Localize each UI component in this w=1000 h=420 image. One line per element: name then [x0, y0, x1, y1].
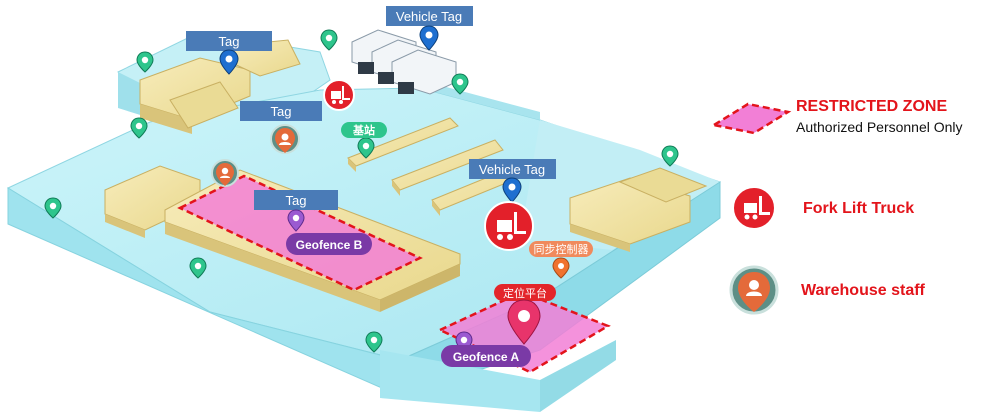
legend-restricted-subtitle: Authorized Personnel Only	[796, 119, 963, 135]
truck-icon	[351, 29, 457, 95]
svg-text:Vehicle Tag: Vehicle Tag	[479, 162, 545, 177]
svg-text:Tag: Tag	[286, 193, 307, 208]
tag-top-left: Tag	[186, 31, 272, 75]
svg-text:Geofence B: Geofence B	[296, 238, 363, 252]
staff-avatar-icon	[270, 124, 300, 154]
svg-text:Tag: Tag	[219, 34, 240, 49]
legend-staff-icon	[729, 265, 779, 315]
legend-restricted-title: RESTRICTED ZONE	[796, 98, 948, 115]
station-label: 基站	[341, 122, 387, 138]
forklift-icon	[484, 201, 534, 251]
svg-text:Vehicle Tag: Vehicle Tag	[396, 9, 462, 24]
vehicle-tag-right: Vehicle Tag	[469, 159, 556, 203]
anchor-pin-icon	[320, 29, 338, 51]
legend-forklift-icon	[732, 186, 776, 230]
forklift-icon	[323, 79, 355, 111]
legend-forklift-label: Fork Lift Truck	[803, 200, 915, 217]
svg-text:同步控制器: 同步控制器	[534, 242, 589, 256]
svg-text:Tag: Tag	[271, 104, 292, 119]
svg-text:定位平台: 定位平台	[503, 286, 547, 300]
legend-staff-label: Warehouse staff	[801, 282, 925, 299]
geofence-a-label: Geofence A	[441, 331, 531, 367]
svg-text:Geofence A: Geofence A	[453, 350, 520, 364]
positioning-platform: 定位平台	[494, 284, 556, 345]
geofence-b-label: Geofence B	[286, 233, 372, 255]
staff-avatar-icon	[211, 159, 239, 187]
tag-center: Tag	[240, 101, 322, 121]
vehicle-pin-icon	[419, 25, 439, 51]
tag-geofence-b: Tag	[254, 190, 338, 232]
svg-text:基站: 基站	[352, 123, 375, 137]
sync-controller: 同步控制器	[529, 241, 593, 279]
legend-restricted-icon	[710, 102, 792, 135]
vehicle-tag-top: Vehicle Tag	[386, 6, 473, 51]
